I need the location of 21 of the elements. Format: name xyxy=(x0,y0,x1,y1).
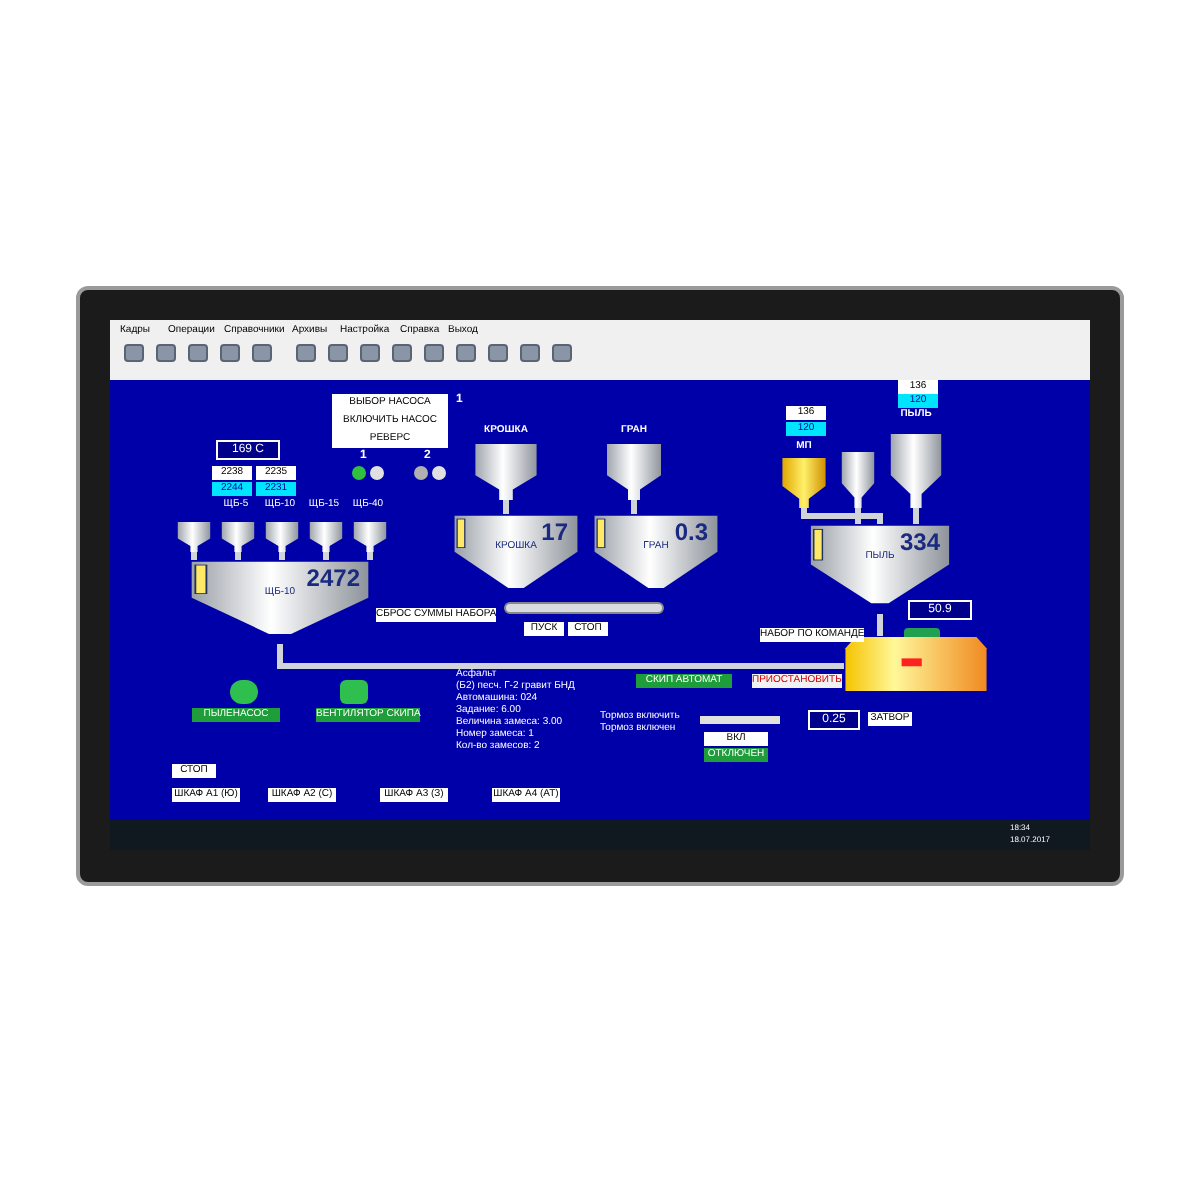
pipe xyxy=(367,552,373,560)
pipe xyxy=(855,508,861,524)
pipe xyxy=(913,508,919,524)
pipe xyxy=(235,552,241,560)
pipe xyxy=(631,500,637,514)
pipe xyxy=(279,552,285,560)
pipe xyxy=(191,552,197,560)
silo xyxy=(604,424,664,500)
pipe xyxy=(323,552,329,560)
pipe xyxy=(277,644,844,669)
weight-value: 0.3 xyxy=(674,518,708,546)
mixer-drawing xyxy=(844,636,988,692)
pipe xyxy=(801,508,883,524)
silo xyxy=(780,440,828,508)
silo xyxy=(888,408,944,508)
weight-value: 17 xyxy=(541,518,568,546)
silo xyxy=(472,424,540,500)
pipe xyxy=(877,614,883,636)
weight-value: 2472 xyxy=(306,564,360,592)
weight-value: 334 xyxy=(899,528,940,556)
pipe xyxy=(503,500,509,514)
